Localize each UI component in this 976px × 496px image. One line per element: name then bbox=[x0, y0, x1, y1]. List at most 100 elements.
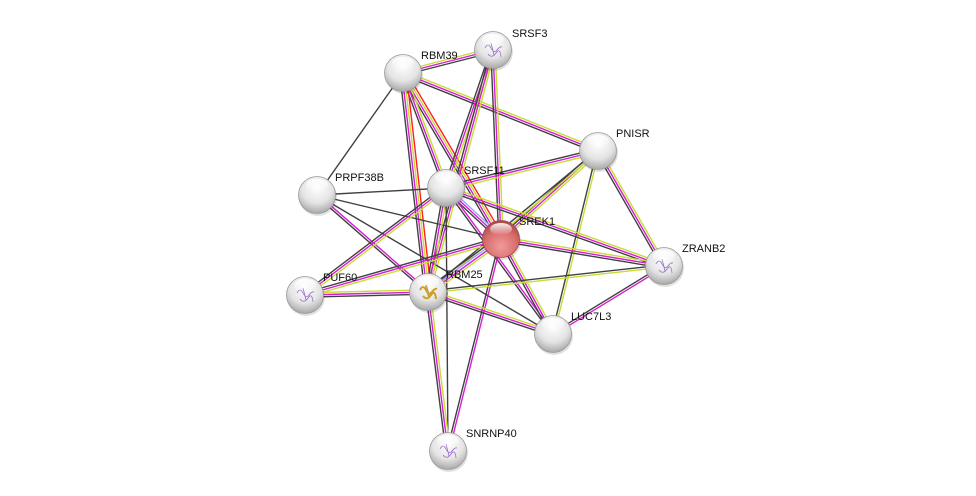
edge-RBM39-PNISR[interactable] bbox=[401, 70, 600, 154]
edge-evidence-coexpression bbox=[401, 74, 598, 154]
node-prpf38b[interactable]: PRPF38B bbox=[298, 172, 384, 216]
edge-evidence-fusion bbox=[405, 72, 432, 292]
edge-evidence-coexpression bbox=[303, 185, 446, 294]
node-highlight bbox=[653, 250, 675, 262]
edge-evidence-textmining bbox=[304, 289, 428, 294]
node-highlight bbox=[306, 179, 328, 191]
edge-SRSF11-ZRANB2[interactable] bbox=[445, 185, 665, 269]
edge-SREK1-ZRANB2[interactable] bbox=[500, 236, 665, 269]
edge-evidence-experiments bbox=[304, 187, 447, 296]
edge-evidence-experiments bbox=[448, 239, 503, 452]
node-rbm25[interactable]: RBM25 bbox=[409, 269, 483, 313]
node-highlight bbox=[435, 172, 457, 184]
edge-evidence-experiments bbox=[500, 238, 665, 267]
edge-evidence-textmining bbox=[428, 266, 665, 294]
edge-PRPF38B-SREK1[interactable] bbox=[316, 194, 502, 240]
node-pnisr[interactable]: PNISR bbox=[579, 128, 650, 172]
edge-evidence-textmining bbox=[553, 151, 600, 335]
edge-RBM25-LUC7L3[interactable] bbox=[427, 289, 554, 337]
node-label: LUC7L3 bbox=[571, 311, 611, 323]
node-highlight bbox=[542, 318, 564, 330]
edge-RBM25-SNRNP40[interactable] bbox=[425, 291, 451, 452]
node-highlight bbox=[294, 279, 316, 291]
node-highlight bbox=[490, 223, 512, 235]
edge-SRSF11-PUF60[interactable] bbox=[303, 185, 448, 298]
edge-evidence-coexpression bbox=[304, 236, 501, 294]
edge-evidence-coexpression bbox=[445, 148, 598, 187]
edge-evidence-textmining bbox=[429, 291, 451, 451]
edge-evidence-textmining bbox=[403, 72, 503, 239]
edge-evidence-coexpression bbox=[444, 188, 553, 336]
node-srsf3[interactable]: SRSF3 bbox=[474, 28, 548, 71]
edge-ZRANB2-RBM25[interactable] bbox=[427, 264, 665, 294]
edge-evidence-textmining bbox=[429, 50, 496, 293]
node-label: SRSF3 bbox=[512, 28, 547, 40]
edge-evidence-experiments bbox=[401, 73, 501, 240]
edge-PNISR-LUC7L3[interactable] bbox=[551, 150, 600, 335]
edge-evidence-coexpression bbox=[427, 264, 664, 292]
node-label: PNISR bbox=[616, 128, 650, 140]
edge-evidence-textmining bbox=[305, 240, 502, 298]
node-label: PRPF38B bbox=[335, 172, 384, 184]
node-highlight bbox=[482, 34, 504, 46]
edge-evidence-experiments bbox=[402, 72, 447, 189]
edge-evidence-coexpression bbox=[445, 189, 664, 269]
edge-evidence-coexpression bbox=[427, 293, 553, 337]
edge-evidence-experiments bbox=[401, 73, 428, 293]
node-puf60[interactable]: PUF60 bbox=[286, 272, 358, 316]
edge-evidence-experiments bbox=[597, 150, 665, 267]
node-label: RBM39 bbox=[421, 50, 458, 62]
node-label: SRSF11 bbox=[464, 165, 505, 177]
node-luc7l3[interactable]: LUC7L3 bbox=[534, 311, 612, 355]
node-label: ZRANB2 bbox=[682, 243, 725, 255]
edge-evidence-coexpression bbox=[595, 151, 663, 268]
node-highlight bbox=[417, 276, 439, 288]
node-label: SNRNP40 bbox=[466, 428, 517, 440]
edge-evidence-coexpression bbox=[316, 72, 404, 196]
edge-evidence-experiments bbox=[427, 291, 449, 452]
edge-evidence-experiments bbox=[427, 291, 554, 335]
edge-evidence-coexpression bbox=[316, 187, 447, 196]
edge-evidence-coexpression bbox=[445, 187, 449, 452]
node-label: SREK1 bbox=[519, 216, 555, 228]
edge-SREK1-SNRNP40[interactable] bbox=[446, 238, 503, 452]
edge-evidence-textmining bbox=[305, 189, 448, 298]
edge-evidence-coexpression bbox=[316, 194, 502, 240]
edge-ZRANB2-LUC7L3[interactable] bbox=[552, 264, 665, 336]
node-highlight bbox=[392, 57, 414, 69]
node-snrnp40[interactable]: SNRNP40 bbox=[429, 428, 517, 472]
node-zranb2[interactable]: ZRANB2 bbox=[645, 243, 726, 287]
edge-evidence-textmining bbox=[599, 149, 667, 266]
edge-evidence-experiments bbox=[553, 266, 665, 336]
node-label: RBM25 bbox=[446, 269, 483, 281]
edge-SREK1-PUF60[interactable] bbox=[304, 236, 502, 298]
edge-evidence-coexpression bbox=[446, 238, 501, 451]
edge-PNISR-SRSF11[interactable] bbox=[445, 148, 599, 191]
edge-evidence-coexpression bbox=[425, 292, 447, 452]
edge-evidence-textmining bbox=[446, 152, 599, 191]
edge-PNISR-ZRANB2[interactable] bbox=[595, 149, 667, 268]
edge-SRSF11-SNRNP40[interactable] bbox=[445, 187, 449, 452]
node-highlight bbox=[437, 435, 459, 447]
node-srek1[interactable]: SREK1 bbox=[482, 216, 556, 260]
edge-evidence-coexpression bbox=[443, 49, 492, 188]
edge-evidence-textmining bbox=[446, 185, 665, 265]
edge-evidence-textmining bbox=[404, 71, 449, 188]
edge-PUF60-RBM25[interactable] bbox=[304, 289, 429, 298]
node-rbm39[interactable]: RBM39 bbox=[384, 50, 458, 94]
node-label: PUF60 bbox=[323, 272, 357, 284]
edge-evidence-textmining bbox=[501, 236, 665, 265]
node-srsf11[interactable]: SRSF11 bbox=[427, 165, 505, 209]
node-highlight bbox=[587, 135, 609, 147]
edge-evidence-experiments bbox=[427, 49, 494, 293]
edge-evidence-experiments bbox=[402, 72, 599, 152]
edge-RBM39-PRPF38B[interactable] bbox=[316, 72, 404, 196]
edge-evidence-experiments bbox=[304, 291, 429, 296]
edge-PRPF38B-SRSF11[interactable] bbox=[316, 187, 447, 196]
edge-evidence-textmining bbox=[428, 289, 554, 333]
edge-evidence-experiments bbox=[445, 187, 665, 267]
edge-evidence-experiments bbox=[445, 150, 599, 189]
edge-RBM39-RBM25[interactable] bbox=[399, 72, 432, 293]
